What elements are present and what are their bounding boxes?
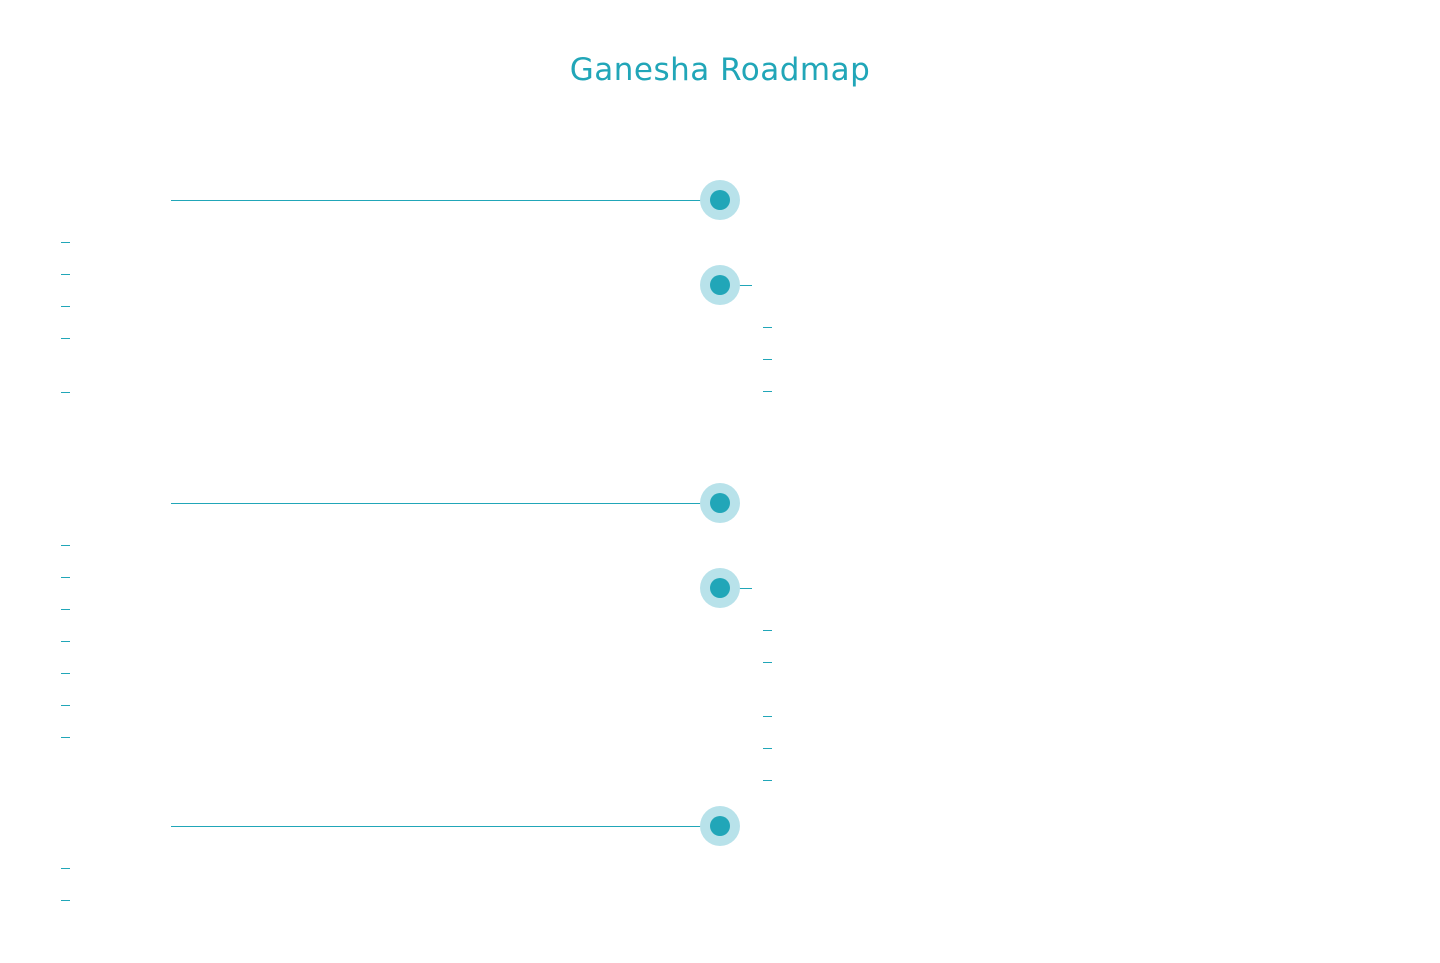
milestone-1-item-bullet xyxy=(61,338,70,339)
milestone-1-item-bullet xyxy=(61,274,70,275)
milestone-2-item-bullet xyxy=(763,359,772,360)
milestone-4-item-bullet xyxy=(763,662,772,663)
milestone-4-node xyxy=(700,568,740,608)
milestone-1-node xyxy=(700,180,740,220)
milestone-4-node-core xyxy=(710,578,730,598)
milestone-3-item-bullet xyxy=(61,673,70,674)
milestone-1-connector xyxy=(171,200,713,201)
milestone-3-item-bullet xyxy=(61,545,70,546)
milestone-3-connector xyxy=(171,503,713,504)
milestone-3-node-core xyxy=(710,493,730,513)
milestone-1-item-bullet xyxy=(61,392,70,393)
milestone-4-item-bullet xyxy=(763,780,772,781)
milestone-3-item-bullet xyxy=(61,641,70,642)
milestone-3-item-bullet xyxy=(61,705,70,706)
milestone-1-node-core xyxy=(710,190,730,210)
milestone-1-item-bullet xyxy=(61,242,70,243)
milestone-4-item-bullet xyxy=(763,716,772,717)
milestone-3-item-bullet xyxy=(61,737,70,738)
milestone-3-item-bullet xyxy=(61,577,70,578)
milestone-4-item-bullet xyxy=(763,748,772,749)
milestone-5-item-bullet xyxy=(61,868,70,869)
milestone-3-node xyxy=(700,483,740,523)
milestone-5-item-bullet xyxy=(61,900,70,901)
milestone-2-node-core xyxy=(710,275,730,295)
milestone-2-item-bullet xyxy=(763,327,772,328)
milestone-1-item-bullet xyxy=(61,306,70,307)
milestone-2-item-bullet xyxy=(763,391,772,392)
milestone-5-node-core xyxy=(710,816,730,836)
milestone-3-item-bullet xyxy=(61,609,70,610)
milestone-5-node xyxy=(700,806,740,846)
milestone-2-node xyxy=(700,265,740,305)
milestone-5-connector xyxy=(171,826,713,827)
roadmap-title: Ganesha Roadmap xyxy=(569,52,871,88)
milestone-4-item-bullet xyxy=(763,630,772,631)
